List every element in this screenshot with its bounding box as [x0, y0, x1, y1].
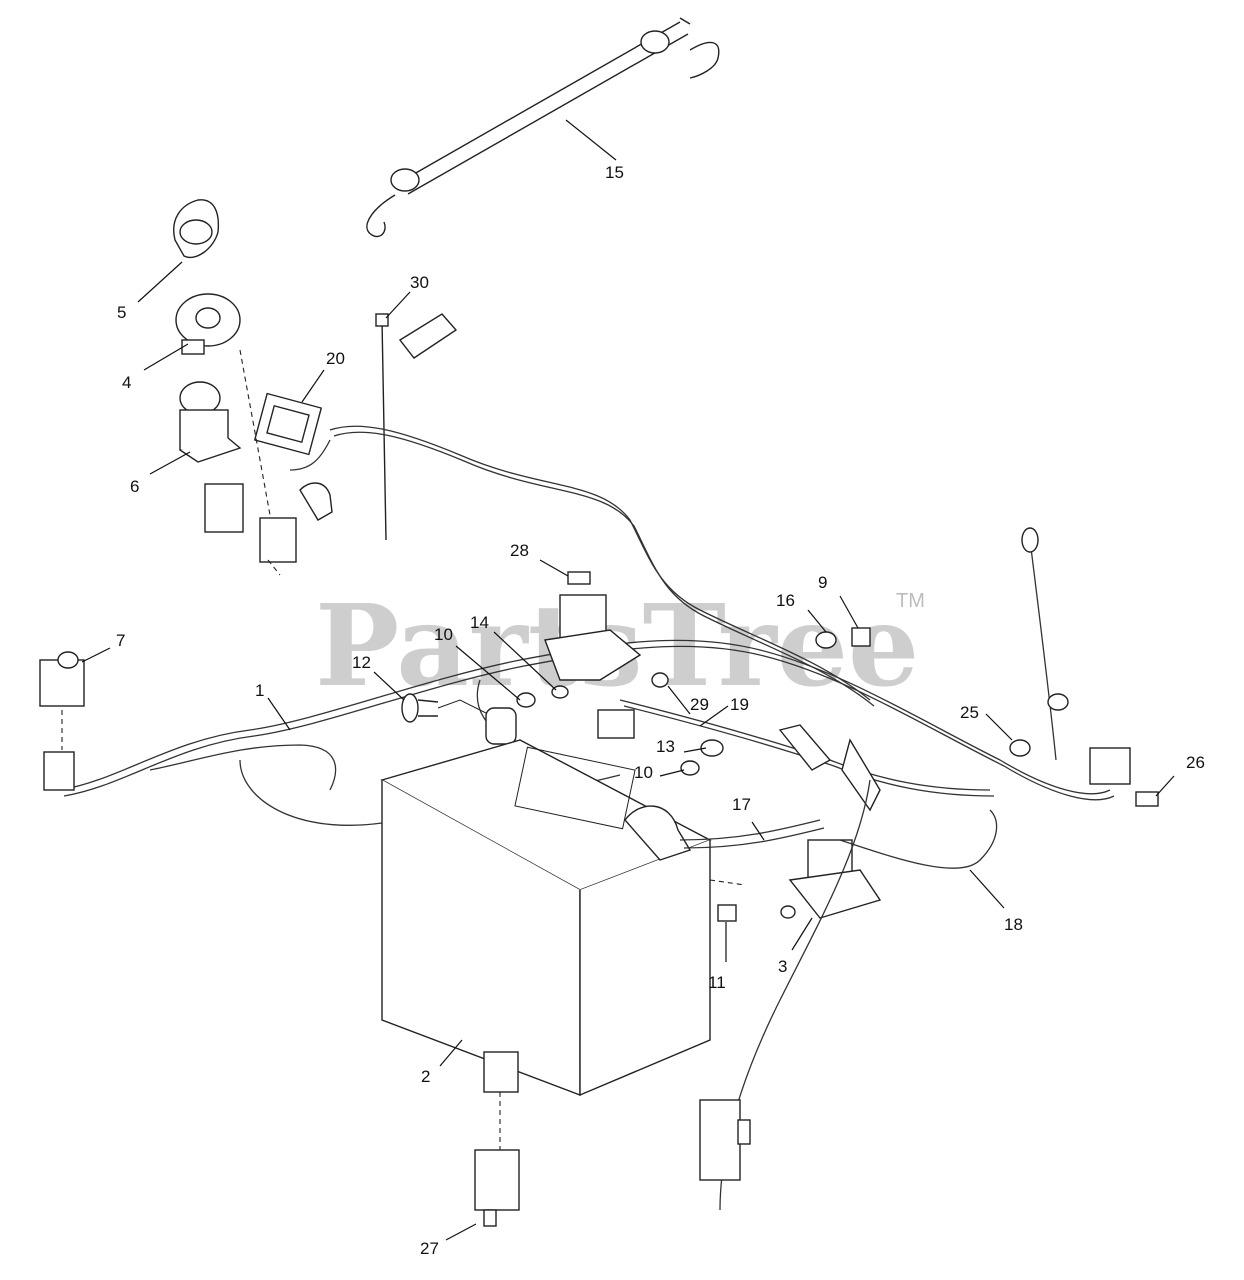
callout-28: 28 [510, 541, 529, 560]
callout-15: 15 [605, 163, 624, 182]
callout-14: 14 [470, 613, 489, 632]
callout-30: 30 [410, 273, 429, 292]
callout-6: 6 [130, 477, 139, 496]
part-26-connector [1089, 747, 1159, 807]
callout-18: 18 [1004, 915, 1023, 934]
callout-1: 1 [255, 681, 264, 700]
callout-10a: 10 [434, 625, 453, 644]
part-7-seat-switch [39, 651, 85, 791]
callout-17: 17 [732, 795, 751, 814]
part-3-solenoid [780, 839, 882, 919]
switch-connectors [239, 349, 333, 576]
callout-3: 3 [778, 957, 787, 976]
part-20-hour-meter [253, 392, 323, 456]
part-11-bolt [709, 879, 746, 922]
harness-connector [597, 709, 635, 739]
callouts: 15 5 4 6 20 30 7 1 12 10 14 28 29 19 13 … [116, 163, 1205, 1258]
part-14-relay [544, 594, 642, 699]
part-6-pto-switch [179, 381, 244, 533]
part-12-bolt [401, 693, 517, 745]
callout-26: 26 [1186, 753, 1205, 772]
part-27-switch [474, 1149, 520, 1227]
callout-16: 16 [776, 591, 795, 610]
watermark-trademark: TM [896, 590, 925, 612]
part-15-rod [366, 17, 720, 238]
part-30-cable-tie [375, 313, 458, 541]
callout-27: 27 [420, 1239, 439, 1258]
callout-9: 9 [818, 573, 827, 592]
callout-2: 2 [421, 1067, 430, 1086]
leader-lines [81, 119, 1175, 1241]
part-2-connector [483, 1051, 519, 1150]
callout-10b: 10 [634, 763, 653, 782]
part-28-bolt [567, 571, 591, 585]
callout-29: 29 [690, 695, 709, 714]
battery [380, 739, 712, 1097]
callout-25: 25 [960, 703, 979, 722]
callout-7: 7 [116, 631, 125, 650]
brake-switch [699, 1099, 751, 1181]
callout-20: 20 [326, 349, 345, 368]
callout-19: 19 [730, 695, 749, 714]
callout-5: 5 [117, 303, 126, 322]
ground-lead [1021, 527, 1069, 761]
callout-13: 13 [656, 737, 675, 756]
callout-12: 12 [352, 653, 371, 672]
part-5-ignition-key [173, 199, 220, 259]
callout-11: 11 [708, 973, 726, 992]
callout-4: 4 [122, 373, 131, 392]
part-18-harness [719, 779, 998, 1211]
hardware-washers-nuts [516, 672, 1031, 776]
part-17-cable [679, 819, 825, 849]
